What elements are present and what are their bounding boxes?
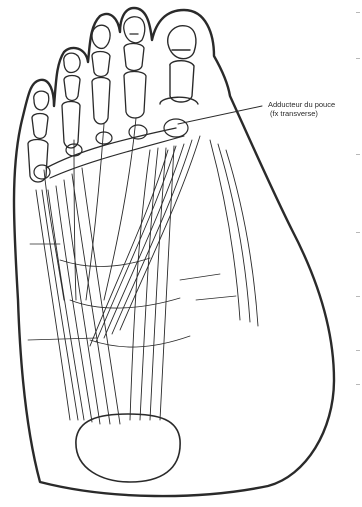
metatarsal-heads [34,119,188,179]
toe-hallux [160,26,198,104]
muscle-strands [36,136,258,424]
annotation-subtitle: (fx transverse) [270,110,318,118]
cross-fibers [28,244,236,347]
label-leader-line [178,106,262,124]
toe-fourth [62,53,80,148]
foot-outline [14,8,334,496]
annotation-title: Adducteur du pouce [268,101,335,109]
toe-second [124,17,146,118]
flexor-tendons [44,118,136,300]
heel-pad [76,414,180,482]
toe-third [92,25,110,124]
